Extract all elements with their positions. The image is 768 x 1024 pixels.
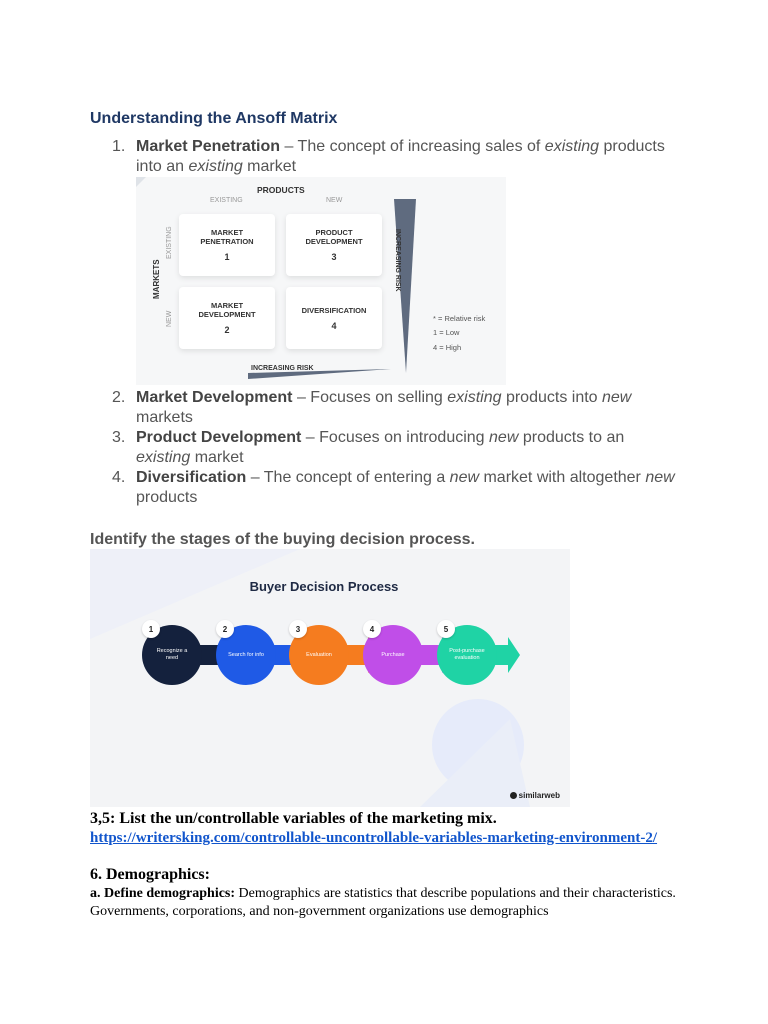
list-item: 4. Diversification – The concept of ente… xyxy=(0,468,676,508)
list-number: 4. xyxy=(112,469,126,486)
stage-number-badge: 2 xyxy=(216,620,234,638)
cell-number: 2 xyxy=(224,325,230,335)
list-emphasis: new xyxy=(602,389,632,406)
list-text: market xyxy=(190,449,244,466)
stage-label: Recognize a need xyxy=(156,648,188,661)
stage-number-badge: 5 xyxy=(437,620,455,638)
stage-label: Purchase xyxy=(381,651,405,658)
stage-number-badge: 1 xyxy=(142,620,160,638)
list-emphasis: existing xyxy=(544,138,600,155)
cell-title: MARKET DEVELOPMENT xyxy=(198,301,256,319)
list-term: Product Development xyxy=(136,429,302,446)
new-column-label: NEW xyxy=(326,197,343,204)
legend-low: 1 = Low xyxy=(433,328,460,337)
list-text: market xyxy=(242,158,297,175)
new-row-label: NEW xyxy=(166,310,173,327)
ansoff-list-part1: 1. Market Penetration – The concept of i… xyxy=(0,137,676,177)
bdp-title: Buyer Decision Process xyxy=(249,579,399,594)
list-item: 1. Market Penetration – The concept of i… xyxy=(0,137,676,177)
buyer-decision-heading: Identify the stages of the buying decisi… xyxy=(90,531,475,548)
cell-title: PRODUCT DEVELOPMENT xyxy=(305,228,363,246)
similarweb-logo: similarweb xyxy=(509,791,560,800)
list-item: 3. Product Development – Focuses on intr… xyxy=(0,428,676,468)
decorative-shape xyxy=(90,549,300,639)
cell-diversification: DIVERSIFICATION 4 xyxy=(286,287,382,349)
stage-number-badge: 4 xyxy=(363,620,381,638)
cell-number: 3 xyxy=(331,252,337,262)
cell-title: MARKET PENETRATION xyxy=(200,228,254,246)
list-number: 1. xyxy=(112,138,126,155)
decorative-shape xyxy=(420,719,530,807)
list-text: – The concept of entering a xyxy=(246,469,450,486)
arrow-5 xyxy=(494,637,520,673)
demographics-heading: 6. Demographics: xyxy=(90,866,210,883)
increasing-risk-horizontal: INCREASING RISK xyxy=(251,365,314,372)
list-emphasis: existing xyxy=(447,389,502,406)
matrix-graphics xyxy=(136,177,416,379)
legend-high: 4 = High xyxy=(433,343,462,352)
list-term: Market Development xyxy=(136,389,293,406)
horizontal-risk-arrow xyxy=(248,369,391,379)
list-text: products into xyxy=(501,389,602,406)
cell-market-penetration: MARKET PENETRATION 1 xyxy=(179,214,275,276)
marketing-mix-link[interactable]: https://writersking.com/controllable-unc… xyxy=(90,830,658,846)
list-emphasis: new xyxy=(489,429,519,446)
list-term: Market Penetration xyxy=(136,138,281,155)
vertical-risk-arrow xyxy=(394,199,416,373)
list-emphasis: existing xyxy=(188,158,243,175)
brand-name: similarweb xyxy=(518,791,560,800)
definition-label: a. Define demographics: xyxy=(90,886,236,901)
cell-number: 4 xyxy=(331,320,337,331)
list-text: – Focuses on selling xyxy=(292,389,448,406)
corner-shape xyxy=(136,177,146,187)
list-text: products into an xyxy=(136,138,665,175)
products-label: PRODUCTS xyxy=(257,185,305,195)
demographics-definition: a. Define demographics: Demographics are… xyxy=(90,885,690,921)
list-term: Diversification xyxy=(136,469,247,486)
ansoff-list-part2: 2. Market Development – Focuses on selli… xyxy=(0,388,676,508)
list-text: products to an xyxy=(518,429,625,446)
list-item: 2. Market Development – Focuses on selli… xyxy=(0,388,676,428)
buyer-decision-image: Buyer Decision Process Recognize a need … xyxy=(90,549,570,807)
list-emphasis: existing xyxy=(136,449,191,466)
definition-text: Demographics are statistics that describ… xyxy=(90,886,676,919)
cell-number: 1 xyxy=(224,252,230,262)
existing-row-label: EXISTING xyxy=(166,226,173,259)
cell-title: DIVERSIFICATION xyxy=(301,305,367,315)
existing-column-label: EXISTING xyxy=(210,197,243,204)
cell-product-development: PRODUCT DEVELOPMENT 3 xyxy=(286,214,382,276)
list-number: 2. xyxy=(112,389,126,406)
stage-label: Evaluation xyxy=(306,651,332,658)
increasing-risk-vertical: INCREASING RISK xyxy=(394,229,401,292)
list-text: market with altogether xyxy=(479,469,646,486)
similarweb-icon xyxy=(509,792,517,799)
legend-relative-risk: * = Relative risk xyxy=(433,314,486,323)
list-text: – The concept of increasing sales of xyxy=(280,138,545,155)
list-text: markets xyxy=(136,409,193,426)
cell-market-development: MARKET DEVELOPMENT 2 xyxy=(179,287,275,349)
list-text: – Focuses on introducing xyxy=(301,429,490,446)
stage-number-badge: 3 xyxy=(289,620,307,638)
list-emphasis: new xyxy=(645,469,675,486)
markets-label: MARKETS xyxy=(152,259,161,299)
list-emphasis: new xyxy=(449,469,480,486)
ansoff-heading: Understanding the Ansoff Matrix xyxy=(90,110,338,127)
stage-label: Post-purchase evaluation xyxy=(449,648,485,661)
stage-label: Search for info xyxy=(228,651,264,658)
list-number: 3. xyxy=(112,429,126,446)
list-text: products xyxy=(136,489,198,506)
ansoff-matrix-image: PRODUCTS EXISTING NEW MARKETS EXISTING N… xyxy=(136,177,506,385)
marketing-mix-question: 3,5: List the un/controllable variables … xyxy=(90,810,497,827)
